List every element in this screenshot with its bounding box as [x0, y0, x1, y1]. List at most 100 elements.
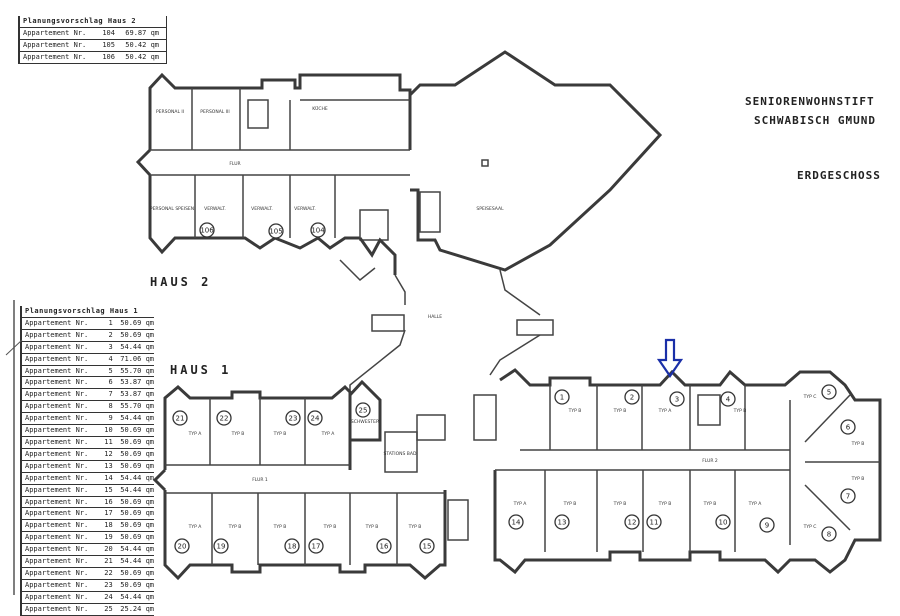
- apartment-area: 50.69 qm: [120, 509, 154, 518]
- room-circle: [720, 391, 736, 407]
- room-number-13: 13: [554, 514, 570, 530]
- apartment-label: Appartement Nr.: [25, 533, 89, 542]
- room-number-text: 25: [359, 407, 368, 415]
- label-kueche: KÜCHE: [312, 105, 328, 112]
- apartment-label: Appartement Nr.: [25, 461, 89, 470]
- label-verwalt: VERWALT.: [251, 206, 273, 212]
- apartment-area: 50.69 qm: [120, 330, 154, 339]
- apartment-number: 19: [104, 533, 113, 542]
- room-circle: [199, 222, 215, 238]
- table-row: Appartement Nr. 14 54.44 qm: [22, 473, 154, 485]
- apartment-label: Appartement Nr.: [25, 521, 89, 530]
- apartment-number: 24: [104, 592, 113, 601]
- apartment-number: 8: [108, 402, 113, 411]
- room-number-106: 106: [199, 222, 215, 238]
- room-type-label: TYP A: [513, 501, 528, 507]
- label-speisesaal: SPEISESAAL: [476, 206, 504, 212]
- room-circle: [174, 538, 190, 554]
- room-number-text: 9: [765, 522, 769, 530]
- room-number-8: 8: [821, 526, 837, 542]
- room-circle: [840, 419, 856, 435]
- apartment-number: 23: [104, 580, 113, 589]
- apartment-number: 6: [108, 378, 113, 387]
- room-type-label: TYP B: [323, 524, 337, 530]
- apartment-area: 50.69 qm: [120, 449, 154, 458]
- room-type-label: TYP A: [748, 501, 763, 507]
- room-number-text: 20: [178, 543, 187, 551]
- room-circle: [554, 389, 570, 405]
- apartment-area: 50.69 qm: [120, 497, 154, 506]
- room-type-label: TYP B: [563, 501, 577, 507]
- room-type-label: TYP A: [188, 524, 203, 530]
- apartment-number: 16: [104, 497, 113, 506]
- apartment-area: 54.44 qm: [120, 485, 154, 494]
- apartment-label: Appartement Nr.: [25, 378, 89, 387]
- room-number-6: 6: [840, 419, 856, 435]
- label-flur: FLUR: [229, 161, 240, 167]
- apartment-label: Appartement Nr.: [25, 449, 89, 458]
- apartment-label: Appartement Nr.: [25, 402, 89, 411]
- apartment-area: 25.24 qm: [120, 604, 154, 613]
- table-haus-2: Planungsvorschlag Haus 2 Appartement Nr.…: [18, 16, 167, 64]
- room-circle: [310, 222, 326, 238]
- room-type-label: TYP B: [613, 501, 627, 507]
- table-haus-2-title: Planungsvorschlag Haus 2: [20, 16, 166, 28]
- apartment-label: Appartement Nr.: [25, 485, 89, 494]
- apartment-area: 69.87 qm: [125, 28, 159, 37]
- room-number-text: 11: [650, 519, 659, 527]
- apartment-number: 4: [108, 354, 113, 363]
- room-circle: [759, 517, 775, 533]
- room-number-text: 2: [630, 394, 634, 402]
- apartment-label: Appartement Nr.: [25, 568, 89, 577]
- room-number-10: 10: [715, 514, 731, 530]
- room-circle: [646, 514, 662, 530]
- room-circle: [308, 538, 324, 554]
- room-type-label: TYP A: [188, 431, 203, 437]
- room-number-3: 3: [669, 391, 685, 407]
- room-number-1: 1: [554, 389, 570, 405]
- pen-mark: [5, 339, 23, 356]
- room-type-label: TYP B: [273, 431, 287, 437]
- room-number-20: 20: [174, 538, 190, 554]
- apartment-number: 10: [104, 426, 113, 435]
- label-verwalt: VERWALT.: [204, 206, 226, 212]
- room-number-18: 18: [284, 538, 300, 554]
- apartment-label: Appartement Nr.: [25, 342, 89, 351]
- room-number-104: 104: [310, 222, 326, 238]
- room-number-text: 18: [288, 543, 297, 551]
- apartment-number: 7: [108, 390, 113, 399]
- apartment-label: Appartement Nr.: [25, 592, 89, 601]
- apartment-label: Appartement Nr.: [25, 473, 89, 482]
- room-circle: [840, 488, 856, 504]
- room-circle: [216, 410, 232, 426]
- apartment-number: 20: [104, 545, 113, 554]
- table-haus-1-title: Planungsvorschlag Haus 1: [22, 306, 154, 318]
- haus-2-plan: [135, 72, 412, 282]
- room-number-text: 17: [312, 543, 321, 551]
- apartment-area: 50.69 qm: [120, 580, 154, 589]
- apartment-area: 54.44 qm: [120, 592, 154, 601]
- room-number-9: 9: [759, 517, 775, 533]
- apartment-label: Appartement Nr.: [25, 426, 89, 435]
- room-number-text: 19: [217, 543, 226, 551]
- apartment-number: 14: [104, 473, 113, 482]
- label-personal-1: PERSONAL II: [156, 109, 184, 115]
- room-type-label: TYP B: [228, 524, 242, 530]
- room-circle: [268, 223, 284, 239]
- apartment-area: 54.44 qm: [120, 473, 154, 482]
- room-circle: [172, 410, 188, 426]
- room-circle: [624, 514, 640, 530]
